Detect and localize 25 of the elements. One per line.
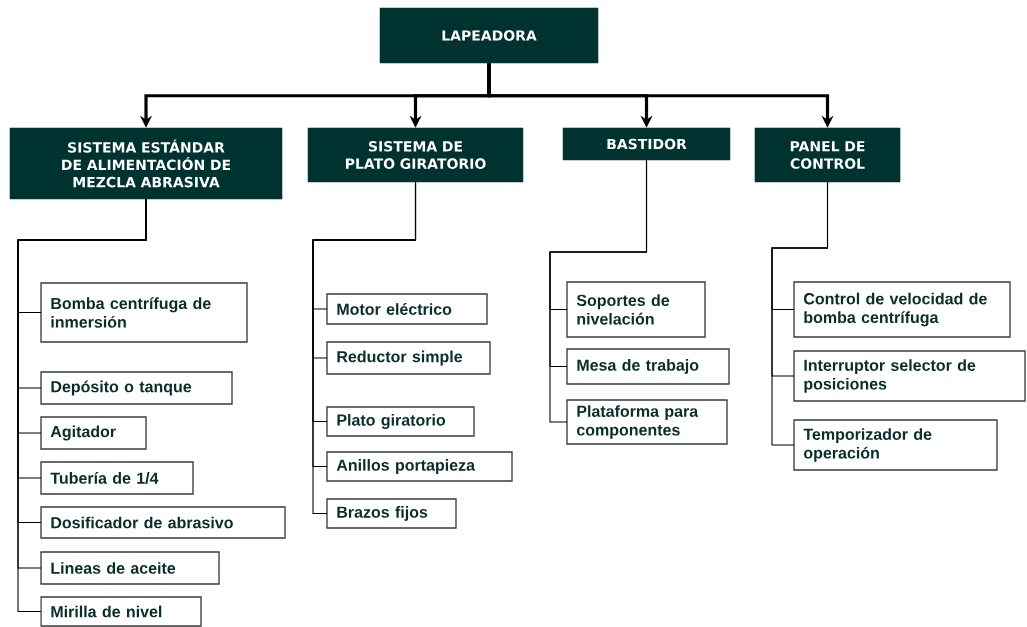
component-box: Agitador	[40, 416, 147, 450]
category-box: SISTEMA DE PLATO GIRATORIO	[307, 127, 524, 183]
root-box: LAPEADORA	[379, 7, 599, 64]
component-box: Lineas de aceite	[40, 551, 220, 585]
component-box: Mirilla de nivel	[40, 596, 202, 627]
component-box: Temporizador de operación	[793, 419, 998, 471]
category-box: BASTIDOR	[562, 127, 731, 161]
connector-line	[549, 159, 648, 423]
component-box: Dosificador de abrasivo	[40, 506, 286, 539]
component-box: Mesa de trabajo	[566, 348, 730, 385]
component-box: Control de velocidad de bomba centrífuga	[793, 281, 1011, 338]
component-box: Anillos portapieza	[326, 451, 513, 482]
component-box: Reductor simple	[326, 341, 491, 375]
category-box: PANEL DE CONTROL	[754, 127, 901, 183]
category-box: SISTEMA ESTÁNDAR DE ALIMENTACIÓN DE MEZCLA ABRASIVA	[9, 127, 283, 200]
component-box: Soportes de nivelación	[566, 281, 706, 338]
component-box: Plato giratorio	[326, 406, 475, 437]
component-box: Depósito o tanque	[40, 371, 233, 405]
component-box: Interruptor selector de posiciones	[793, 350, 1026, 402]
component-box: Brazos fijos	[326, 498, 457, 529]
component-box: Tubería de 1/4	[40, 461, 194, 495]
component-box: Bomba centrífuga de inmersión	[40, 282, 248, 343]
component-box: Plataforma para componentes	[566, 399, 728, 445]
connector-line	[771, 181, 829, 446]
component-box: Motor eléctrico	[326, 293, 488, 325]
